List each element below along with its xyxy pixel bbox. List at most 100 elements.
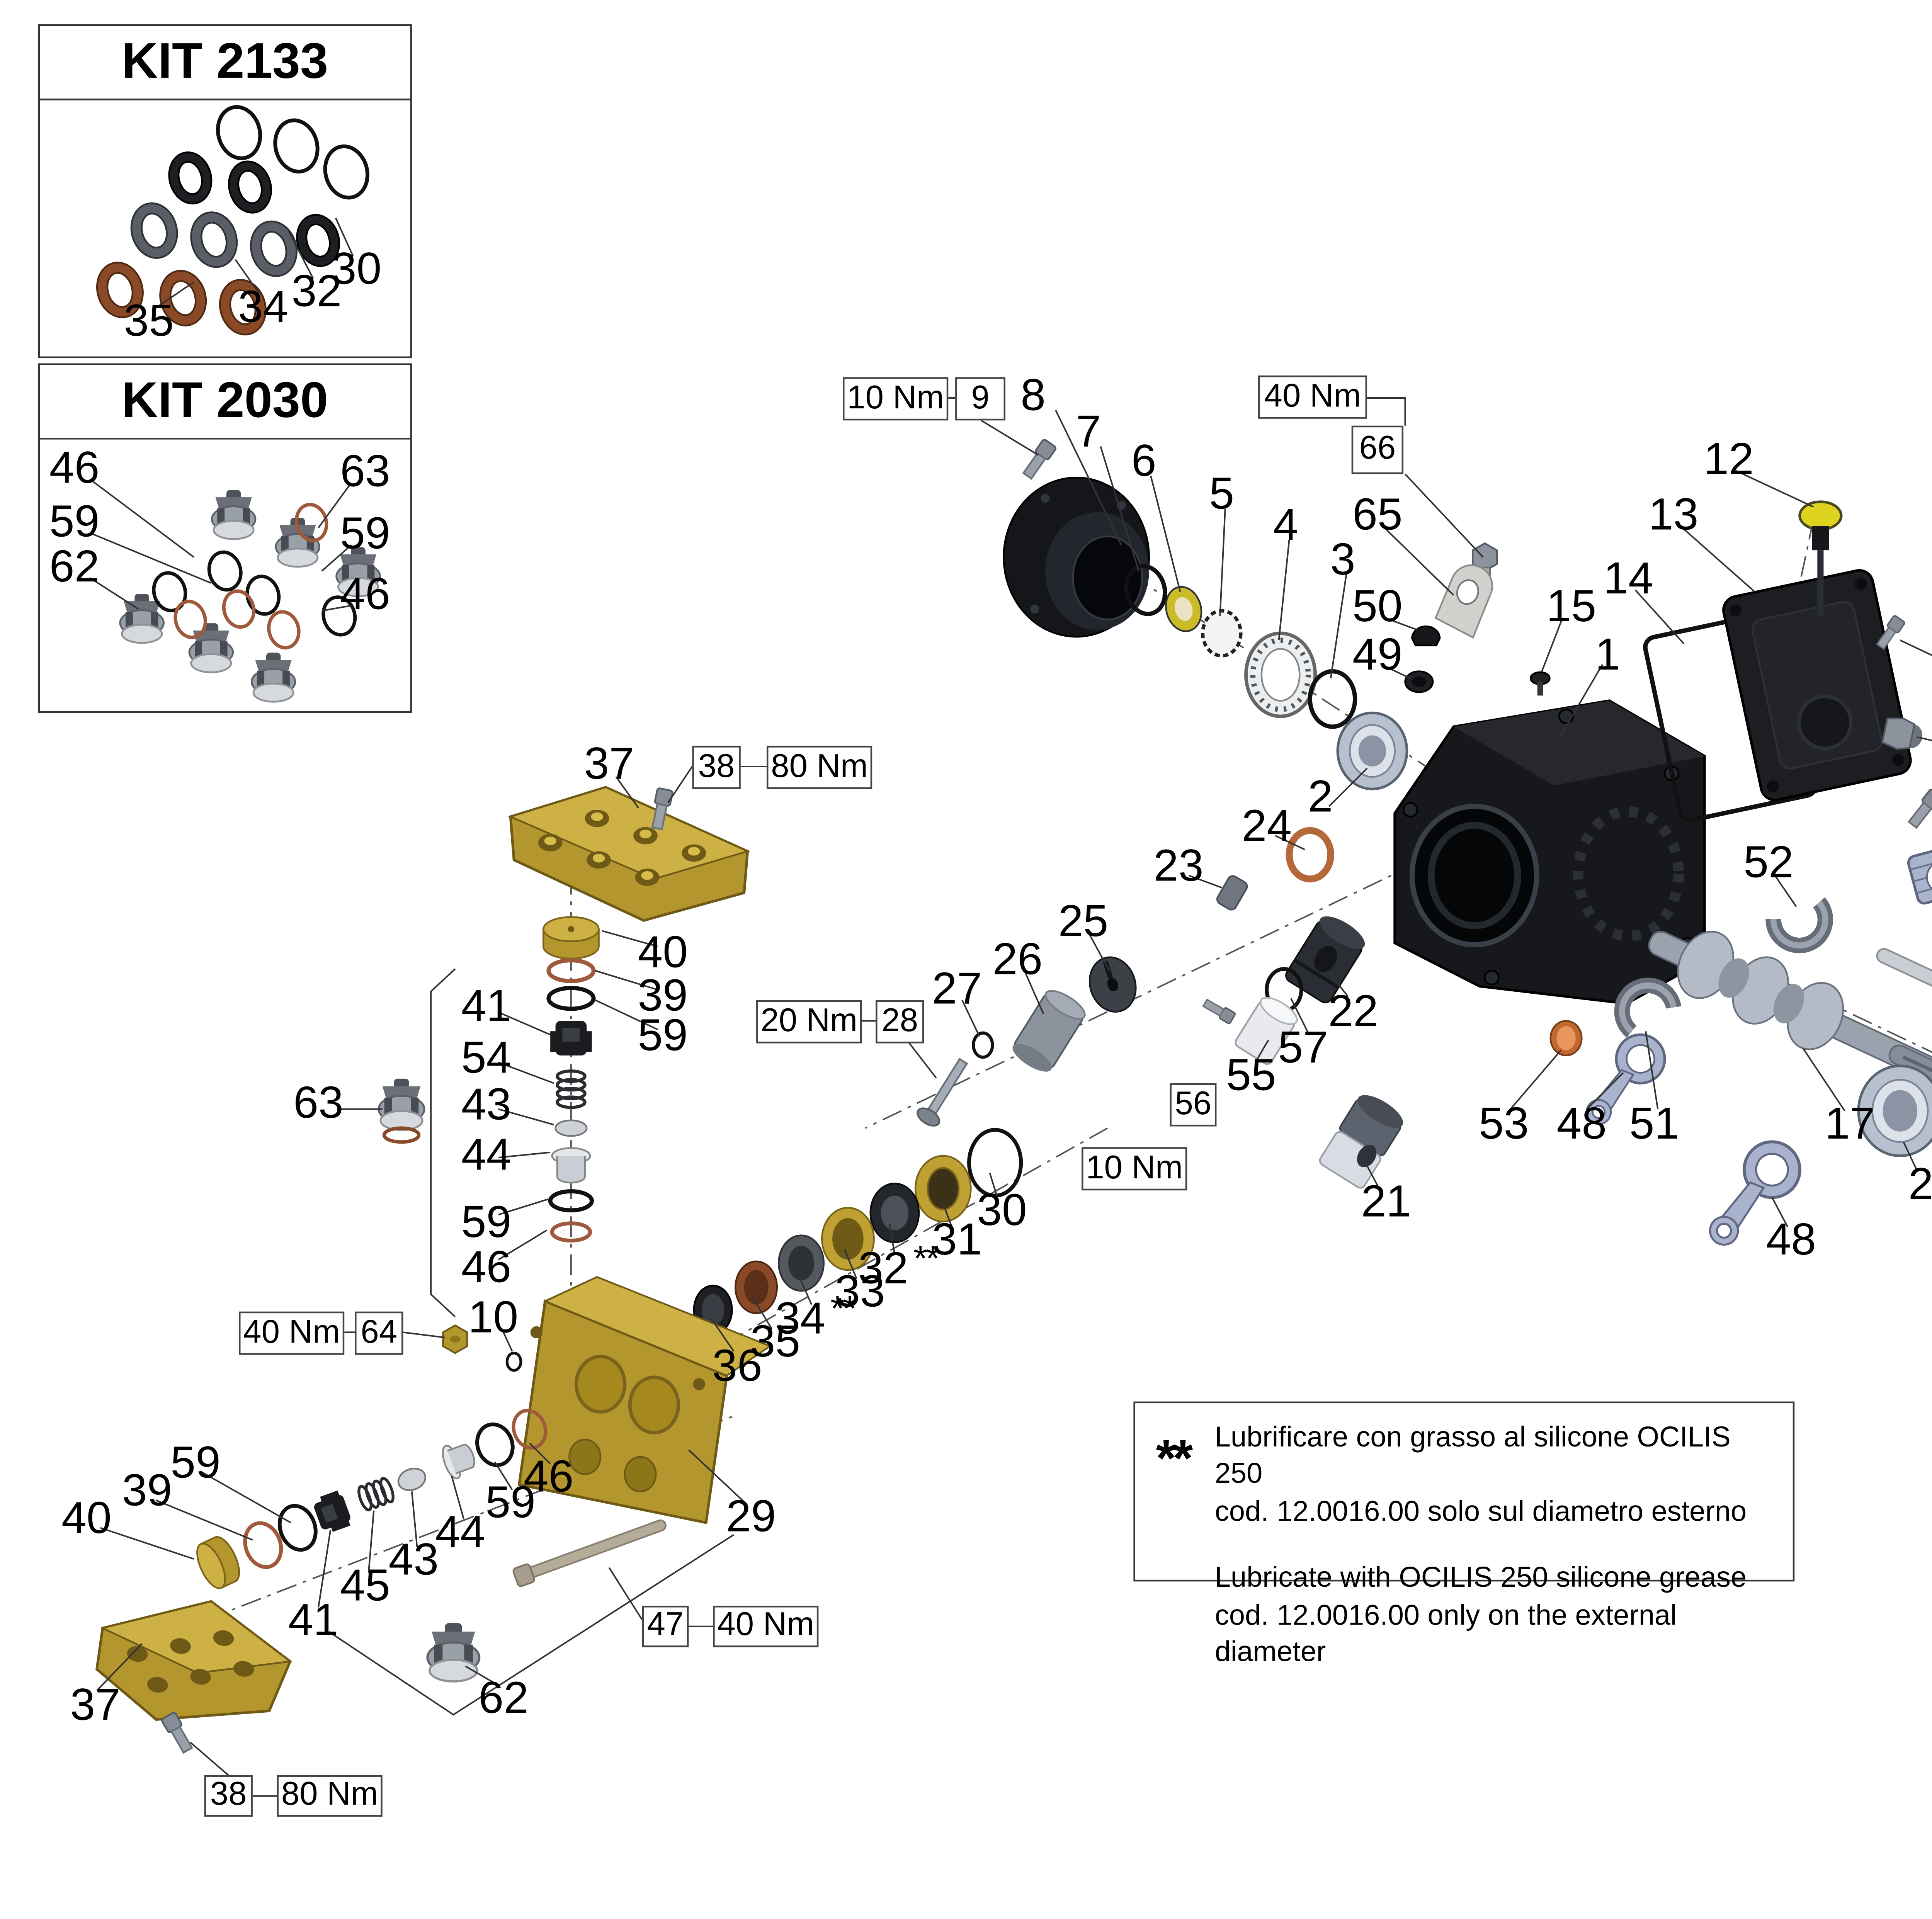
part-label-41: 41 [461,979,512,1032]
crankcase-illustration [1393,699,1706,1005]
part-label-37: 37 [70,1678,121,1730]
part-label-10: 10 [468,1290,519,1343]
part-label-45: 45 [340,1559,390,1611]
part-label-17: 17 [1825,1097,1875,1149]
part-label-46: 46 [340,567,390,620]
front-flange-group [1003,439,1357,729]
part-label-33: 33 [835,1265,885,1317]
part-label-35: 35 [750,1315,801,1367]
part-label-49: 49 [1352,628,1403,680]
bottom-left-stack [95,1409,667,1754]
torque-callout-value-80-Nm: 80 Nm [766,746,872,789]
part-label-4: 4 [1273,498,1298,551]
part-label-32: 32** [858,1239,940,1294]
note-line-en-1: Lubricate with OCILIS 250 silicone greas… [1214,1563,1747,1594]
torque-callout-value-40-Nm: 40 Nm [713,1606,819,1647]
part-label-59: 59 [461,1195,512,1248]
part-label-51: 51 [1629,1097,1680,1149]
note-line-it-2: cod. 12.0016.00 solo sul diametro estern… [1214,1496,1747,1528]
part-label-7: 7 [1076,405,1101,457]
part-label-36: 36 [712,1339,762,1391]
part-label-22: 22 [1328,984,1378,1037]
part-label-35: 35 [124,294,174,346]
part-label-3: 3 [1330,533,1355,585]
part-label-52: 52 [1743,836,1794,888]
part-label-24: 24 [1242,799,1292,852]
part-label-30: 30 [331,242,382,294]
piston-parts-line [917,711,1408,1189]
part-label-59: 59 [49,495,100,547]
torque-callout-value-80-Nm: 80 Nm [277,1775,383,1817]
part-label-34: 34** [775,1290,857,1344]
seal-stack [693,1128,1023,1335]
part-label-59: 59 [638,1008,688,1061]
torque-callout-part-56: 56 [1170,1083,1217,1127]
torque-callout-part-38: 38 [204,1775,253,1817]
torque-callout-value-20-Nm: 20 Nm [756,1000,862,1044]
part-label-50: 50 [1352,580,1403,632]
torque-callout-value-40-Nm: 40 Nm [239,1311,345,1355]
torque-callout-value-40-Nm: 40 Nm [1258,375,1367,419]
part-label-1: 1 [1595,628,1620,680]
part-label-27: 27 [932,962,982,1014]
part-label-30: 30 [977,1183,1027,1236]
part-label-31: 31 [932,1213,982,1265]
part-label-40: 40 [638,925,688,978]
part-label-62: 62 [478,1671,529,1724]
part-label-62: 62 [49,540,100,592]
kit-2133-panel: KIT 2133 [38,24,412,359]
part-label-39: 39 [122,1463,172,1516]
part-label-46: 46 [523,1450,574,1502]
torque-callout-part-66: 66 [1351,425,1404,474]
dipstick-illustration [1798,500,1843,616]
rear-cover-illustration [1722,569,1912,801]
torque-callout-part-47: 47 [642,1606,689,1647]
part-label-8: 8 [1020,368,1046,421]
part-label-59: 59 [170,1436,221,1488]
part-label-46: 46 [461,1241,512,1293]
part-label-34: 34 [238,280,288,332]
torque-callout-part-28: 28 [876,1000,924,1044]
kit-2133-title: KIT 2133 [122,34,328,89]
part-label-44: 44 [461,1128,512,1180]
part-label-26: 26 [992,932,1043,985]
part-label-2: 2 [1908,1158,1932,1210]
part-label-37: 37 [584,737,634,789]
upper-manifold-stack [379,786,750,1372]
part-label-25: 25 [1058,894,1109,947]
part-label-43: 43 [388,1533,439,1585]
part-label-12: 12 [1704,432,1754,484]
part-label-23: 23 [1153,839,1204,891]
part-label-48: 48 [1766,1213,1816,1265]
torque-callout-value-10-Nm: 10 Nm [1082,1147,1187,1191]
kit-2030-title: KIT 2030 [122,373,328,428]
part-label-63: 63 [293,1076,344,1128]
part-label-44: 44 [435,1505,486,1557]
crank-train [1549,614,1932,1251]
note-line-it-1: Lubrificare con grasso al silicone OCILI… [1214,1422,1731,1491]
kit-2133-header: KIT 2133 [40,26,410,100]
part-label-39: 39 [638,969,688,1021]
part-label-53: 53 [1479,1097,1529,1149]
note-marker: ** [1156,1431,1193,1488]
part-label-5: 5 [1209,467,1235,519]
part-label-13: 13 [1648,488,1699,540]
part-label-59: 59 [340,507,390,559]
part-label-48: 48 [1556,1097,1607,1149]
kit-2133-art [96,105,369,336]
torque-callout-part-64: 64 [355,1311,403,1355]
part-label-43: 43 [461,1078,512,1130]
torque-callout-part-38: 38 [692,746,741,789]
part-label-21: 21 [1361,1175,1412,1227]
part-label-15: 15 [1546,580,1597,632]
torque-callout-part-9: 9 [955,377,1006,421]
note-line-en-2: cod. 12.0016.00 only on the external dia… [1214,1600,1677,1669]
lubrication-note: ** Lubrificare con grasso al silicone OC… [1133,1401,1795,1668]
leader-lines [89,218,1932,1797]
part-label-55: 55 [1226,1048,1276,1101]
part-label-29: 29 [726,1489,776,1542]
part-label-6: 6 [1131,434,1156,486]
part-label-32: 32 [291,265,342,317]
part-label-59: 59 [485,1476,536,1528]
